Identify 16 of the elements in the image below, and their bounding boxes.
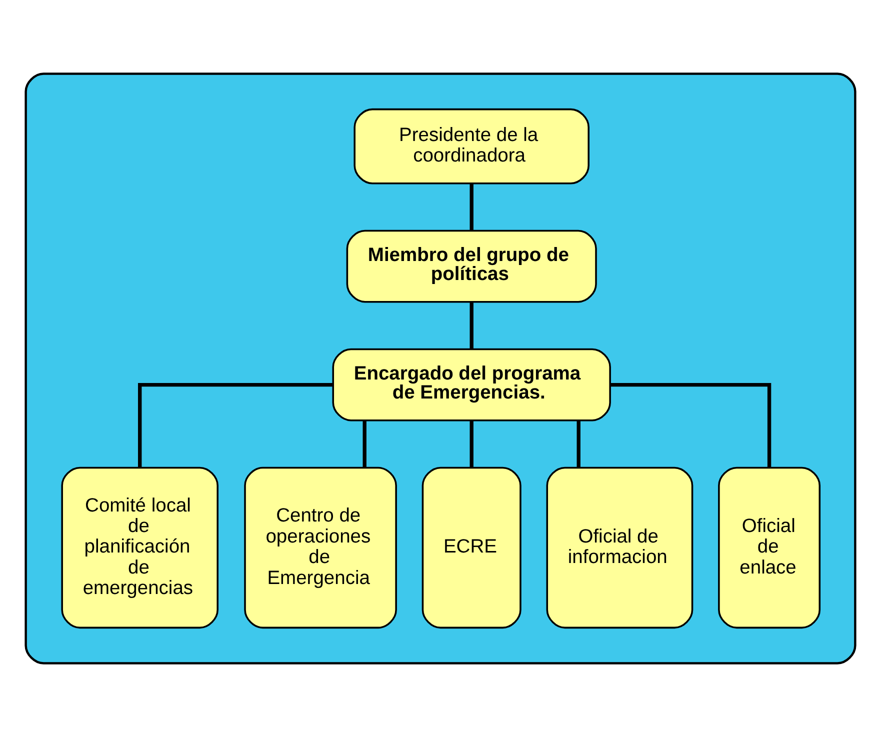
node-box: Presidente de la coordinadora [354,108,590,184]
connector [470,302,474,349]
connector [576,420,580,468]
node-box: Centro de operaciones de Emergencia [244,466,397,629]
node-box: ECRE [422,466,522,629]
connector [362,420,366,468]
node-box: Oficial de informacion [546,466,694,629]
node-box: Comité local de planificación de emergencias [61,466,218,629]
connector [470,184,474,231]
node-box: Miembro del grupo de políticas [346,230,597,303]
connector [610,382,772,468]
connector [138,382,333,468]
node-box: Encargado del programa de Emergencias. [332,348,611,422]
connector [470,420,474,468]
node-box: Oficial de enlace [718,466,821,629]
cluster [24,72,856,664]
